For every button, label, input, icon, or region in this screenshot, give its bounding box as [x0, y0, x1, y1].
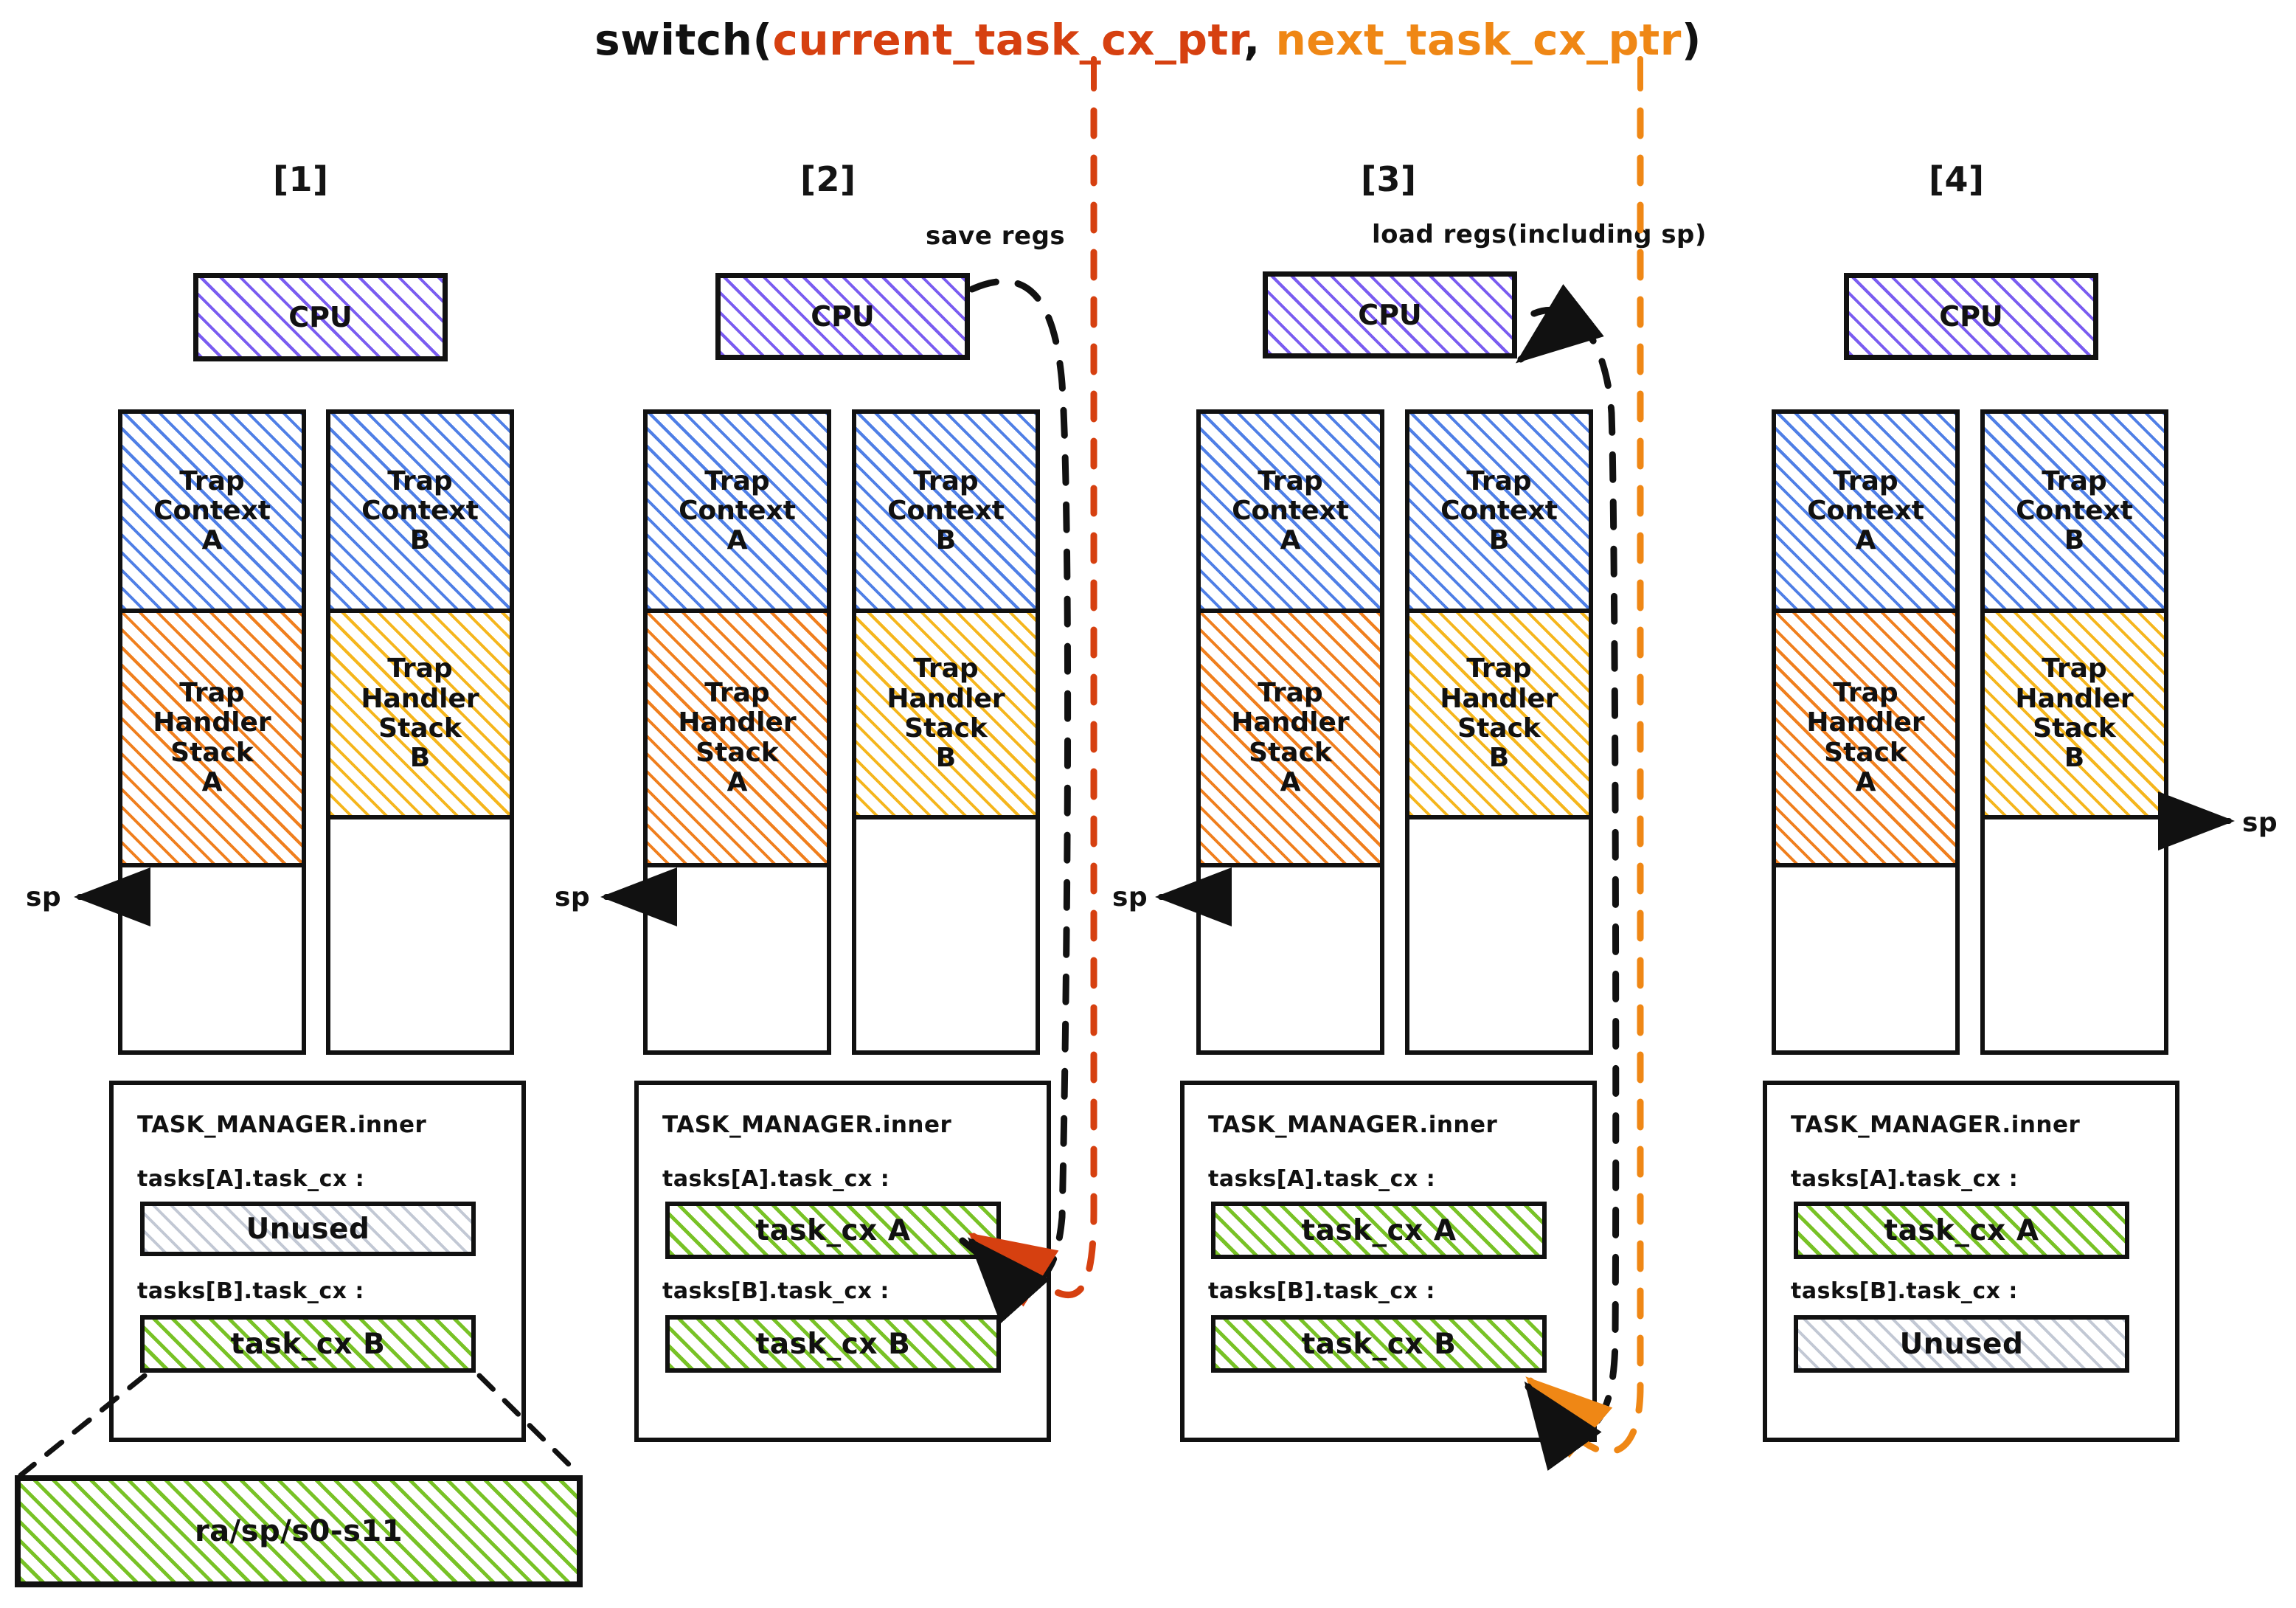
tasks-b-label-2: tasks[B].task_cx : — [662, 1278, 889, 1304]
task-cx-slot-a-1: Unused — [140, 1202, 476, 1256]
task-manager-title-3: TASK_MANAGER.inner — [1208, 1112, 1498, 1138]
sp-label-2: sp — [555, 882, 591, 912]
panel-label-1: [1] — [273, 159, 329, 199]
tasks-b-label-4: tasks[B].task_cx : — [1791, 1278, 2018, 1304]
task-manager-box-2: TASK_MANAGER.inner tasks[A].task_cx : ta… — [634, 1081, 1051, 1442]
task-cx-slot-b-1: task_cx B — [140, 1315, 476, 1373]
load-regs-arrow-into-cpu — [1515, 284, 1604, 364]
task-cx-slot-b-2: task_cx B — [665, 1315, 1001, 1373]
cpu-box-3: CPU — [1263, 271, 1517, 358]
tasks-b-label-3: tasks[B].task_cx : — [1208, 1278, 1435, 1304]
panel-label-3: [3] — [1361, 159, 1417, 199]
cpu-box-2: CPU — [715, 273, 970, 360]
task-manager-box-1: TASK_MANAGER.inner tasks[A].task_cx : Un… — [109, 1081, 526, 1442]
task-cx-slot-b-3: task_cx B — [1211, 1315, 1547, 1373]
title-comma: , — [1244, 15, 1276, 65]
title-arg-current: current_task_cx_ptr — [772, 15, 1244, 65]
sp-label-4: sp — [2242, 808, 2278, 838]
task-cx-callout-box: ra/sp/s0-s11 — [15, 1475, 583, 1587]
tasks-a-label-1: tasks[A].task_cx : — [137, 1166, 365, 1192]
tasks-a-label-4: tasks[A].task_cx : — [1791, 1166, 2019, 1192]
task-cx-slot-a-3: task_cx A — [1211, 1202, 1547, 1259]
task-manager-title-2: TASK_MANAGER.inner — [662, 1112, 952, 1138]
task-cx-slot-a-4: task_cx A — [1794, 1202, 2129, 1259]
diagram-title: switch(current_task_cx_ptr, next_task_cx… — [0, 15, 2296, 65]
task-manager-box-3: TASK_MANAGER.inner tasks[A].task_cx : ta… — [1180, 1081, 1597, 1442]
title-fn: switch( — [594, 15, 773, 65]
save-regs-note: save regs — [926, 221, 1066, 251]
cpu-box-4: CPU — [1844, 273, 2098, 360]
sp-label-1: sp — [26, 882, 62, 912]
cpu-box-1: CPU — [193, 273, 448, 361]
task-cx-slot-b-4: Unused — [1794, 1315, 2129, 1373]
panel-label-2: [2] — [800, 159, 856, 199]
load-regs-note: load regs(including sp) — [1372, 220, 1707, 249]
task-manager-box-4: TASK_MANAGER.inner tasks[A].task_cx : ta… — [1763, 1081, 2179, 1442]
task-manager-title-4: TASK_MANAGER.inner — [1791, 1112, 2081, 1138]
title-close-paren: ) — [1681, 15, 1702, 65]
task-manager-title-1: TASK_MANAGER.inner — [137, 1112, 427, 1138]
sp-label-3: sp — [1112, 882, 1148, 912]
title-arg-next: next_task_cx_ptr — [1275, 15, 1682, 65]
tasks-a-label-2: tasks[A].task_cx : — [662, 1166, 890, 1192]
task-cx-slot-a-2: task_cx A — [665, 1202, 1001, 1259]
tasks-a-label-3: tasks[A].task_cx : — [1208, 1166, 1436, 1192]
tasks-b-label-1: tasks[B].task_cx : — [137, 1278, 364, 1304]
panel-label-4: [4] — [1929, 159, 1985, 199]
